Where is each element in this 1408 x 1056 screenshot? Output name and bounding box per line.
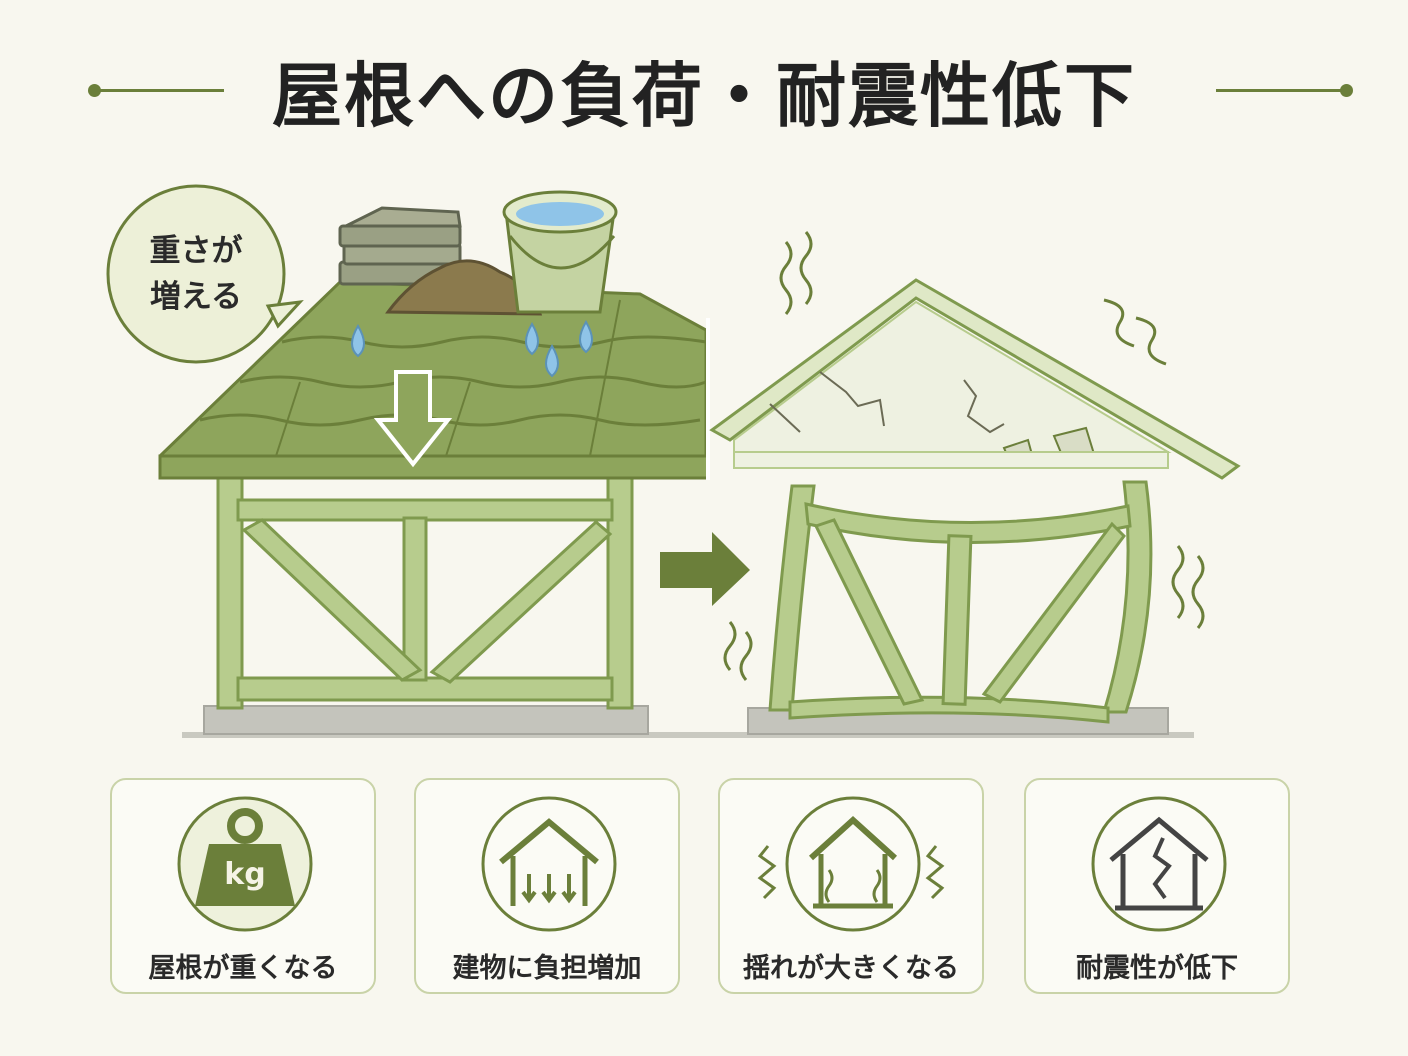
illustration: [106, 184, 1241, 738]
crack: [769, 403, 801, 433]
ground-line: [182, 732, 1194, 738]
water-drop-icon: [351, 324, 365, 358]
water-bucket: [502, 190, 618, 314]
sagging-beam: [804, 502, 1132, 545]
card-label: 揺れが大きくなる: [743, 953, 959, 984]
center-post-right: [941, 534, 973, 706]
shake-lines: [723, 621, 737, 671]
shake-lines: [799, 231, 813, 305]
title-decoration-right: [1216, 89, 1346, 92]
bubble-line-1: 重さが: [149, 233, 243, 269]
heavy-roof-house: [106, 184, 710, 735]
tile-row-2: [239, 375, 707, 389]
cracked-house-icon: [1091, 796, 1227, 932]
damaged-house: [709, 231, 1241, 735]
down-arrow-icon: [373, 370, 453, 468]
crack: [819, 371, 885, 427]
shake-lines: [1135, 316, 1167, 366]
brace-right-right: [981, 521, 1126, 704]
shake-left-icon: [757, 845, 777, 900]
house-shaking-icon: [785, 796, 921, 932]
right-arrow-icon: [660, 532, 750, 606]
card-reduced-resistance: 耐震性が低下: [1024, 778, 1290, 994]
water-drop-icon: [545, 344, 559, 378]
crack: [963, 379, 1005, 434]
card-load-increase: 建物に負担増加: [414, 778, 680, 994]
kg-label: kg: [224, 857, 266, 892]
roof-right: [709, 278, 1241, 480]
bubble-text: 重さが 増える: [118, 228, 274, 320]
shake-right-icon: [925, 845, 945, 900]
stacked-boards: [338, 206, 462, 286]
card-label: 屋根が重くなる: [148, 953, 338, 984]
foundation-left: [203, 705, 649, 735]
card-label: 建物に負担増加: [452, 953, 642, 984]
brace-right: [429, 519, 613, 684]
title-dot-left: [88, 84, 101, 97]
page-title: 屋根への負荷・耐震性低下: [272, 54, 1136, 137]
title-decoration-left: [94, 89, 224, 92]
center-post: [402, 516, 428, 682]
weight-icon: [177, 796, 313, 932]
house-load-icon: [481, 796, 617, 932]
speech-bubble: [106, 184, 286, 364]
shake-lines: [739, 631, 753, 681]
shake-lines: [779, 241, 793, 315]
roof-fascia: [158, 454, 710, 480]
shake-lines: [1171, 545, 1185, 619]
water-drop-icon: [525, 322, 539, 356]
shake-lines: [1103, 298, 1135, 348]
brace-left: [241, 518, 423, 682]
title-dot-right: [1340, 84, 1353, 97]
card-heavy-roof: kg 屋根が重くなる: [110, 778, 376, 994]
brace-right-left: [813, 518, 925, 706]
card-label: 耐震性が低下: [1076, 953, 1238, 984]
water-drop-icon: [579, 320, 593, 354]
shake-lines: [1191, 555, 1205, 629]
bubble-line-2: 増える: [149, 279, 243, 315]
bent-post-right: [1101, 480, 1153, 714]
card-more-shaking: 揺れが大きくなる: [718, 778, 984, 994]
title-row: 屋根への負荷・耐震性低下: [0, 40, 1408, 140]
